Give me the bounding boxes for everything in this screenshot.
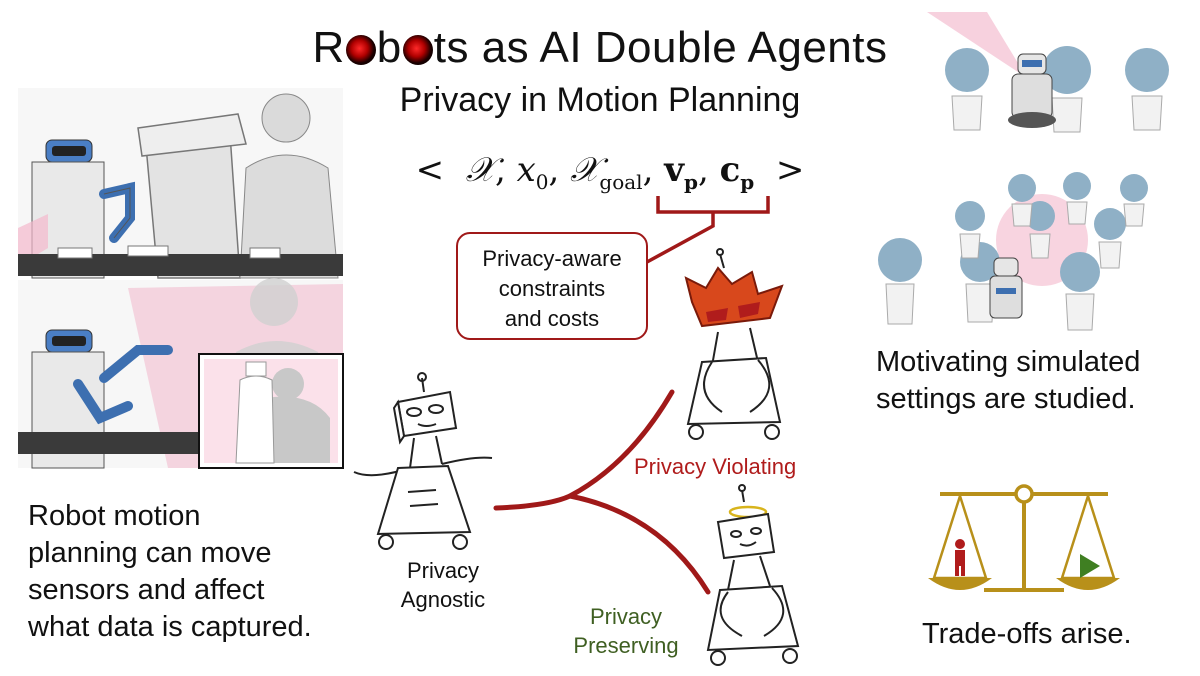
play-triangle-icon [1080, 554, 1100, 578]
left-caption: Robot motion planning can move sensors a… [28, 500, 312, 643]
robot-sorting-illustration [18, 88, 344, 469]
tuple-formula: < 𝒳, x0, 𝒳goal, vp, cp > [415, 150, 805, 194]
red-eye-icon [345, 35, 376, 65]
motivating-caption: Motivating simulated settings are studie… [876, 346, 1141, 415]
tradeoffs-caption: Trade-offs arise. [922, 618, 1132, 650]
simulated-people-scene [878, 12, 1169, 331]
label-privacy-violating: Privacy Violating [634, 454, 797, 479]
page-subtitle: Privacy in Motion Planning [399, 81, 801, 119]
label-privacy-agnostic: Privacy Agnostic [400, 558, 486, 612]
violating-robot-sketch [684, 248, 784, 440]
preserving-robot-sketch [706, 484, 800, 666]
red-eye-icon [402, 35, 433, 65]
balance-scale-icon [928, 484, 1120, 592]
robot-icon [989, 53, 1056, 319]
privacy-callout-box: Privacy-aware constraints and costs [456, 232, 648, 340]
label-privacy-preserving: Privacy Preserving [573, 604, 679, 658]
agnostic-robot-sketch [353, 372, 493, 550]
person-icon [955, 539, 965, 576]
